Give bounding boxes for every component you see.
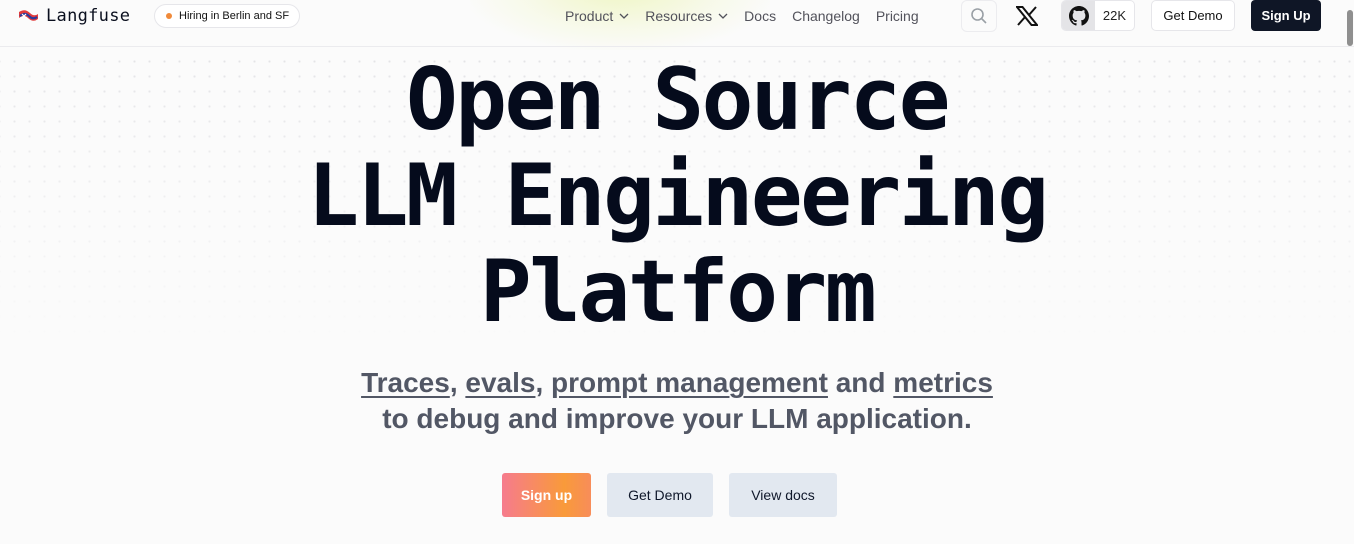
hiring-badge-label: Hiring in Berlin and SF [179,10,290,22]
menu-item-resources[interactable]: Resources [645,8,728,24]
menu-item-pricing[interactable]: Pricing [876,8,919,24]
separator: , [535,367,552,398]
hero-get-demo-button[interactable]: Get Demo [607,473,713,517]
langfuse-logo-icon [19,10,38,21]
github-star-count: 22K [1102,8,1127,23]
page-scrollbar[interactable] [1340,0,1354,544]
and-text: and [827,367,894,398]
search-icon [971,8,987,24]
x-twitter-link[interactable] [1014,3,1040,29]
github-icon [1068,5,1089,26]
chevron-down-icon [718,13,728,19]
logo-text: Langfuse [46,6,131,26]
headline-line-1: Open Source [405,50,951,150]
nav-get-demo-button[interactable]: Get Demo [1151,0,1235,31]
menu-item-docs[interactable]: Docs [744,8,776,24]
main-menu: Product Resources Docs Changelog Pricing [565,6,919,26]
link-evals[interactable]: evals [465,367,536,398]
menu-item-label: Docs [744,8,777,24]
separator: , [449,367,466,398]
headline-line-3: Platform [479,242,877,342]
menu-item-label: Product [565,8,614,24]
hero-subheadline: Traces, evals, prompt management and met… [0,365,1354,437]
hiring-badge[interactable]: Hiring in Berlin and SF [154,4,301,28]
page-title: Open Source LLM Engineering Platform [0,52,1354,340]
link-metrics[interactable]: metrics [893,367,993,398]
menu-item-product[interactable]: Product [565,8,629,24]
menu-item-label: Changelog [792,8,860,24]
logo-link[interactable]: Langfuse [17,5,130,27]
status-dot-icon [166,13,172,19]
menu-item-label: Resources [645,8,713,24]
search-button[interactable] [961,0,997,32]
link-prompt-management[interactable]: prompt management [551,367,828,398]
headline-line-2: LLM Engineering [307,146,1049,246]
github-icon-wrap [1062,1,1095,30]
menu-item-label: Pricing [875,8,919,24]
link-traces[interactable]: Traces [361,367,450,398]
hero-sign-up-button[interactable]: Sign up [502,473,591,517]
nav-sign-up-button[interactable]: Sign Up [1251,0,1321,31]
hero-view-docs-button[interactable]: View docs [729,473,837,517]
github-stars-button[interactable]: 22K [1061,0,1135,31]
x-twitter-icon [1016,6,1038,26]
chevron-down-icon [619,13,629,19]
scrollbar-thumb[interactable] [1347,10,1353,46]
top-nav: Langfuse Hiring in Berlin and SF Product… [0,0,1354,47]
menu-item-changelog[interactable]: Changelog [792,8,860,24]
subheadline-line-2: to debug and improve your LLM applicatio… [382,403,972,434]
